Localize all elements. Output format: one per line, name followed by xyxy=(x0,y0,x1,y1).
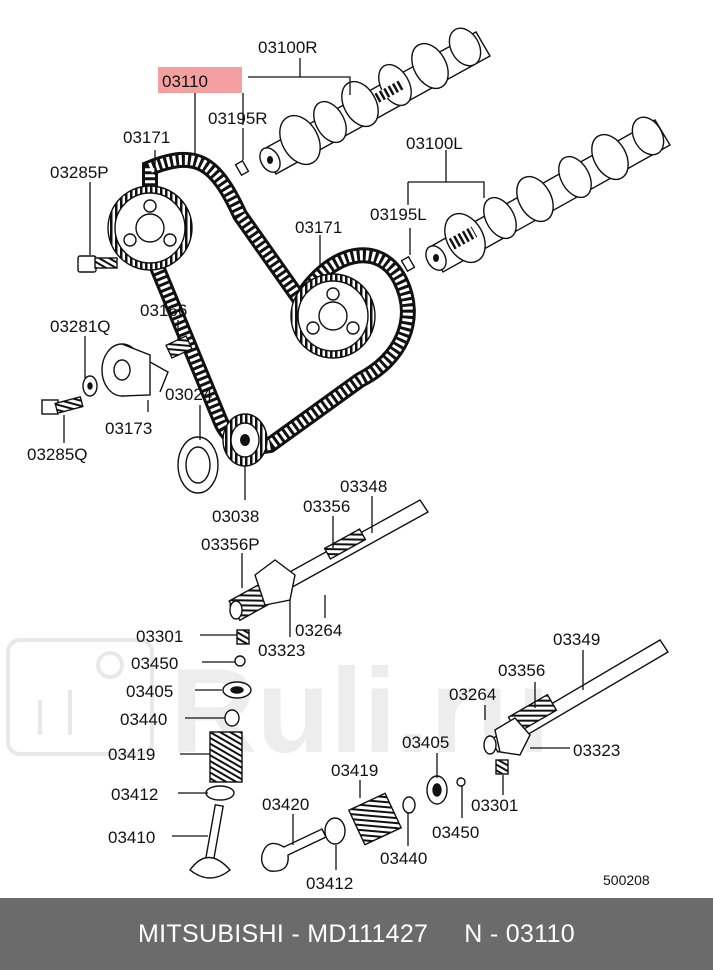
crankshaft-sprocket xyxy=(222,413,268,467)
label-03171-upper: 03171 xyxy=(123,128,170,147)
label-03285P: 03285P xyxy=(50,163,109,182)
footer-dash: - xyxy=(291,919,301,948)
label-03038: 03038 xyxy=(212,507,259,526)
bolt-03285P xyxy=(77,255,118,273)
label-03195R: 03195R xyxy=(208,109,268,128)
label-03420: 03420 xyxy=(262,795,309,814)
label-03419-lower: 03419 xyxy=(331,761,378,780)
label-03264-upper: 03264 xyxy=(295,621,342,640)
crank-washer-03024 xyxy=(177,436,219,494)
footer-ref: 03110 xyxy=(505,919,575,948)
label-03410: 03410 xyxy=(108,828,155,847)
label-03405-lower: 03405 xyxy=(402,733,449,752)
valve-lower xyxy=(260,759,509,872)
tensioner-pulley xyxy=(101,343,169,397)
label-03356-lower: 03356 xyxy=(498,661,545,680)
footer-part-number: MD111427 xyxy=(307,919,429,948)
dowel-pin-left xyxy=(400,255,416,273)
label-03440-left: 03440 xyxy=(120,710,167,729)
footer-ref-dash: - xyxy=(489,919,499,948)
label-03166: 03166 xyxy=(140,301,187,320)
tensioner-spring xyxy=(165,335,193,359)
rocker-shaft-upper xyxy=(228,499,430,622)
label-03195L: 03195L xyxy=(370,205,427,224)
label-03100L: 03100L xyxy=(406,134,463,153)
label-03171-lower: 03171 xyxy=(295,218,342,237)
label-03024: 03024 xyxy=(165,385,212,404)
camshaft-left xyxy=(425,116,671,273)
dowel-pin-right xyxy=(234,159,250,177)
label-03173: 03173 xyxy=(105,419,152,438)
label-03100R: 03100R xyxy=(258,38,318,57)
leader-lines xyxy=(63,58,584,870)
label-03301-lower: 03301 xyxy=(471,796,518,815)
label-03419-left: 03419 xyxy=(108,745,155,764)
footer-ref-prefix: N xyxy=(464,919,483,948)
label-03349: 03349 xyxy=(553,630,600,649)
label-03450-lower: 03450 xyxy=(432,823,479,842)
label-03281Q: 03281Q xyxy=(50,317,111,336)
label-03285Q: 03285Q xyxy=(27,445,88,464)
label-03450-left: 03450 xyxy=(131,654,178,673)
label-03356-upper: 03356 xyxy=(303,497,350,516)
highlight-03110 xyxy=(158,67,242,93)
rocker-shaft-lower xyxy=(483,639,669,756)
label-03412-left: 03412 xyxy=(111,785,158,804)
label-03323-lower: 03323 xyxy=(573,741,620,760)
label-03301-left: 03301 xyxy=(136,627,183,646)
label-03412-lower: 03412 xyxy=(306,874,353,893)
label-03264-lower: 03264 xyxy=(449,685,496,704)
diagram-code: 500208 xyxy=(603,872,650,888)
valve-stack-left xyxy=(189,629,252,879)
camshaft-right xyxy=(259,27,491,175)
parts-diagram: Ruli.ru xyxy=(6,27,671,893)
footer-bar: MITSUBISHI - MD111427 N - 03110 xyxy=(0,898,713,970)
label-03348: 03348 xyxy=(340,477,387,496)
watermark: Ruli.ru xyxy=(6,638,550,778)
camshaft-sprocket-upper xyxy=(107,185,193,271)
watermark-car-icon xyxy=(6,638,154,756)
label-03405-left: 03405 xyxy=(126,682,173,701)
label-03323-upper: 03323 xyxy=(258,641,305,660)
label-03110: 03110 xyxy=(162,72,208,91)
label-03356P: 03356P xyxy=(201,535,260,554)
label-03440-lower: 03440 xyxy=(380,849,427,868)
part-labels: 03100R 03110 03195R 03171 03100L 03285P … xyxy=(27,38,650,893)
camshaft-sprocket-lower xyxy=(290,273,376,359)
footer-brand: MITSUBISHI xyxy=(138,919,285,948)
bolt-03285Q xyxy=(41,395,84,415)
washer-03281Q xyxy=(82,375,98,397)
